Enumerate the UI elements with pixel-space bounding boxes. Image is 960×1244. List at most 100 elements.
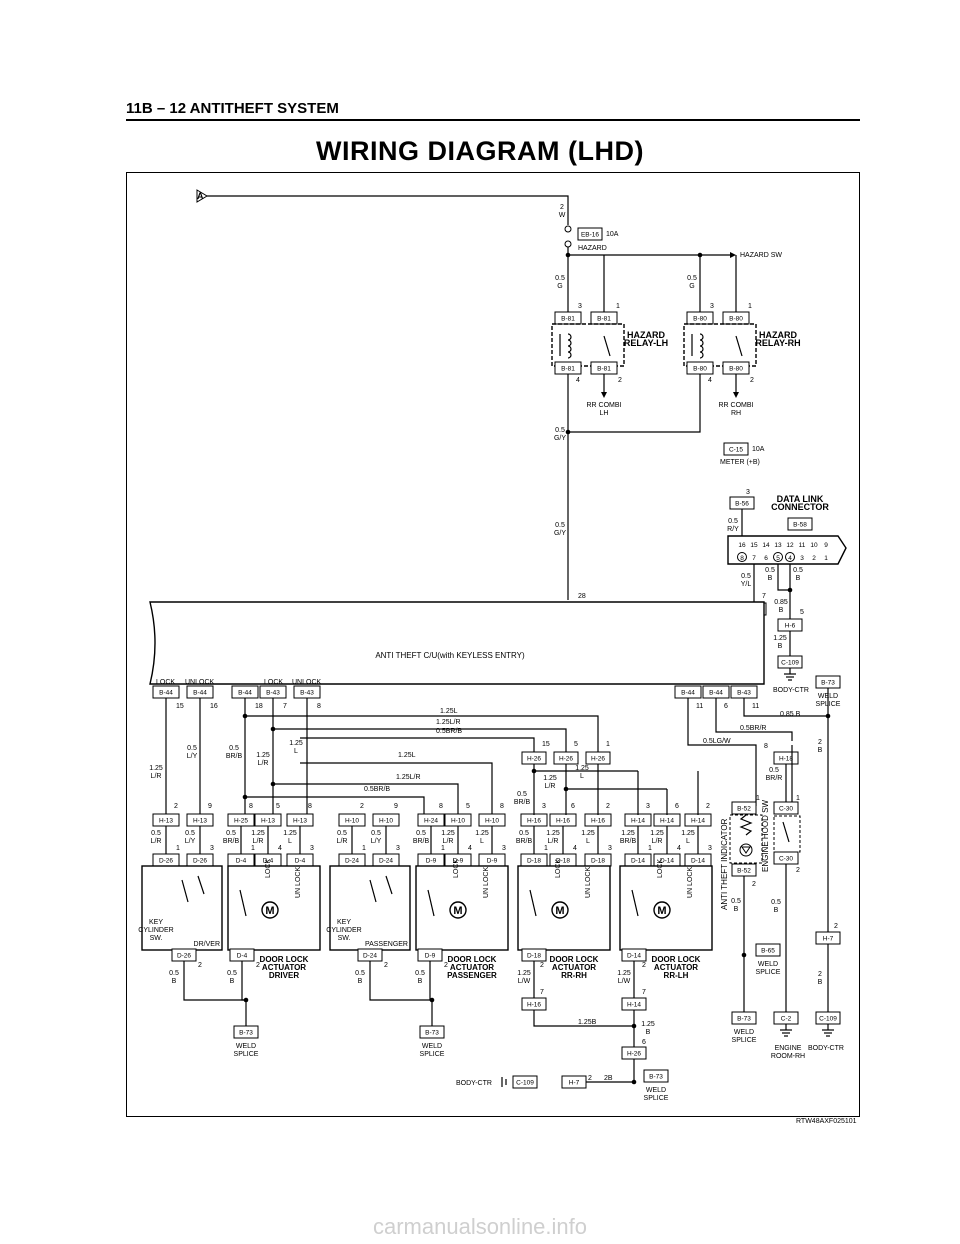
wire xyxy=(273,783,459,815)
connector-label: H-18 xyxy=(779,756,793,763)
label: 0.5 xyxy=(731,898,741,905)
label: DRIVER xyxy=(269,971,299,980)
connector-label: B-44 xyxy=(238,690,252,697)
label: L/R xyxy=(337,838,348,845)
connector-H-7 xyxy=(561,1075,587,1089)
label: 0.5 xyxy=(371,830,381,837)
label: G/Y xyxy=(554,530,566,537)
wire xyxy=(300,762,493,815)
label: 2 xyxy=(444,962,448,969)
label: BODY-CTR xyxy=(456,1080,492,1087)
connector-C-30 xyxy=(773,801,799,815)
connector-label: H-26 xyxy=(591,756,605,763)
connector-label: B-81 xyxy=(597,316,611,323)
connector-label: H-14 xyxy=(631,818,645,825)
label: B xyxy=(818,747,823,754)
label: 0.5 xyxy=(415,970,425,977)
label: ACTUATOR xyxy=(262,963,306,972)
label: 15 xyxy=(176,703,184,710)
label: 3 xyxy=(710,303,714,310)
label: 1 xyxy=(544,845,548,852)
label: 0.5 xyxy=(687,275,697,282)
label: 1 xyxy=(176,845,180,852)
label: PASSENGER xyxy=(447,971,497,980)
label: BR/B xyxy=(223,838,240,845)
label: 6 xyxy=(724,703,728,710)
label: 2 xyxy=(818,739,822,746)
arrow xyxy=(733,392,739,398)
connector-label: H-10 xyxy=(451,818,465,825)
label: SW. xyxy=(150,935,163,942)
label: ENGINE xyxy=(775,1045,802,1052)
label: 2 xyxy=(540,962,544,969)
label: 0.5 xyxy=(229,745,239,752)
label: L/R xyxy=(443,838,454,845)
label: 3 xyxy=(502,845,506,852)
connector-label: H-10 xyxy=(379,818,393,825)
label: 6 xyxy=(642,1039,646,1046)
connector-label: C-15 xyxy=(729,447,743,454)
label: L/Y xyxy=(371,838,382,845)
label: B xyxy=(734,906,739,913)
tag-a-arrow xyxy=(196,189,208,203)
label: 0.5 xyxy=(227,970,237,977)
connector-label: B-44 xyxy=(193,690,207,697)
connector-label: H-14 xyxy=(660,818,674,825)
wire xyxy=(715,698,793,741)
lock-label: LOCK xyxy=(555,859,562,878)
label: 0.5 xyxy=(519,830,529,837)
label: 0.5 xyxy=(728,518,738,525)
label: 11 xyxy=(696,703,703,710)
label: L/R xyxy=(258,760,269,767)
label: 4 xyxy=(677,845,681,852)
dlc-pin-top: 14 xyxy=(762,542,770,549)
switch-contact xyxy=(427,889,435,917)
dlc-pin-top: 11 xyxy=(799,542,806,549)
connector-label: D-26 xyxy=(159,858,173,865)
label: 3 xyxy=(542,803,546,810)
label: L xyxy=(294,748,298,755)
label: 5 xyxy=(276,803,280,810)
label: 0.85 B xyxy=(780,711,801,718)
connector-B-73 xyxy=(731,1011,757,1025)
connector-label: B-58 xyxy=(793,522,807,529)
motor-label: M xyxy=(555,905,564,917)
label: 8 xyxy=(317,703,321,710)
connector-label: H-24 xyxy=(424,818,438,825)
connector-label: H-13 xyxy=(159,818,173,825)
label: 2 xyxy=(618,377,622,384)
motor-label: M xyxy=(453,905,462,917)
label: 1 xyxy=(648,845,652,852)
label: LOCK xyxy=(156,679,175,686)
connector-label: D-18 xyxy=(556,858,570,865)
label: RR-RH xyxy=(561,971,587,980)
dlc-pin-top: 10 xyxy=(810,542,818,549)
connector-label: B-44 xyxy=(159,690,173,697)
label: B xyxy=(774,907,779,914)
label: DOOR LOCK xyxy=(652,955,701,964)
label: L xyxy=(586,838,590,845)
connector-label: D-18 xyxy=(527,858,541,865)
label: UNLOCK xyxy=(292,679,322,686)
connector-label: C-109 xyxy=(516,1080,534,1087)
label: 0.5 xyxy=(765,567,775,574)
junction-dot xyxy=(563,786,569,792)
wire xyxy=(207,195,569,225)
label: L/W xyxy=(518,978,531,985)
label: DATA LINK xyxy=(777,494,824,504)
connector-B-58 xyxy=(787,517,813,531)
connector-label: B-73 xyxy=(239,1030,253,1037)
label: 2 xyxy=(384,962,388,969)
connector-label: B-73 xyxy=(649,1074,663,1081)
label: 1.25 xyxy=(441,830,455,837)
label: 4 xyxy=(278,845,282,852)
connector-label: B-73 xyxy=(821,680,835,687)
connector-label: B-81 xyxy=(561,366,575,373)
label: CYLINDER xyxy=(138,927,173,934)
arrow xyxy=(730,252,736,258)
indicator-led-icon xyxy=(739,843,753,857)
label: B xyxy=(172,978,177,985)
label: 0.5 xyxy=(555,275,565,282)
label: 1.25 xyxy=(546,830,560,837)
label: 1 xyxy=(796,795,800,802)
